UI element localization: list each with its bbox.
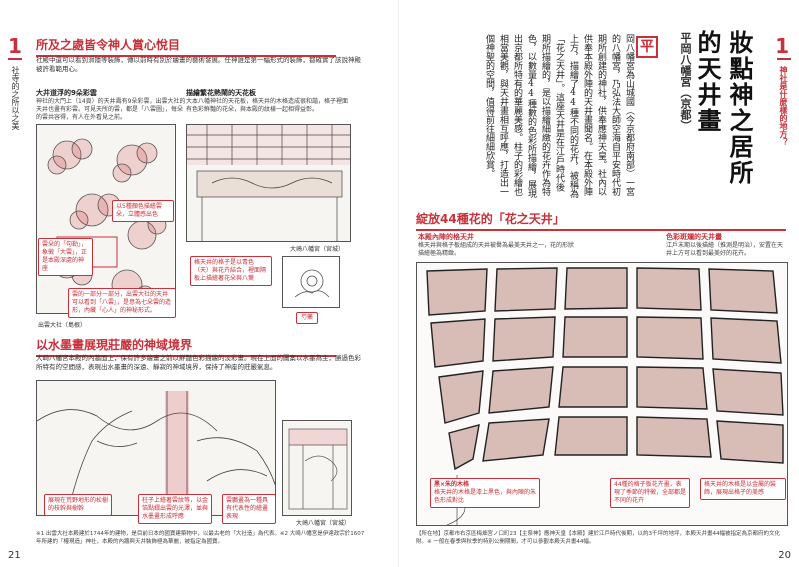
fig1-desc: 神社的大門上（14頁）的天井壽有9朵彩雲，出雲大社的天井也畫有彩雲。可見天所的雲… (36, 98, 186, 121)
callout-black-vermilion-heading: 黑×朱的木格 (434, 481, 470, 488)
fig2-callout-grid: 格天井的格子是以青色（天）與花卉結合，裡面隔板上描繪著花朵與八葉 (190, 256, 272, 286)
fig1-callout-colors: 以5種顏色描繪雲朵，立體感出色 (112, 200, 174, 222)
note-left-body: 格天井與格子板組成的天井被譽為最美天井之一，花的形狀描繪極為精緻。 (418, 242, 575, 257)
section2-title: 以水墨畫展現莊嚴的神域境界 (36, 336, 336, 357)
note-left-heading: 本殿內陣的格天井 (418, 233, 474, 241)
right-body-text: 岡八幡宮為山城國（今京都府南部）一宮的八幡宮，乃弘法大師空海自平安時代初期所創建… (484, 34, 634, 198)
left-page: 1 社寺的之所以之美 所及之處皆令神人賞心悅目 社殿中還可以看到滑隱等裝飾，傳以… (0, 0, 399, 567)
fig2-caption: 描繪繁花熱鬧的天花板 (186, 89, 256, 97)
section2-callout-pine: 展現在荒野地形的松樹的枝幹與樹幹 (44, 494, 112, 516)
section2-intro: 大崎八幡宮本殿的內牆面上，保有許多繪畫之前以鮮豔色彩描繪的淡彩畫。現在上面的圖案… (36, 354, 361, 371)
section2-credit: 大崎八幡宮（宮城） (296, 520, 351, 527)
note-right-body: 江戶末期以後描繪（推測是明治），安置在天井上方可以看到最美好的花卉。 (666, 242, 784, 257)
fig2-peony-tag: 芍藥 (296, 312, 319, 324)
section1-title: 所及之處皆令神人賞心悅目 (36, 36, 336, 57)
right-footnote: 【所在地】京都市右京區梅畑宮ノ口町23【主祭神】應神天皇【本殿】建於江戶時代後期… (416, 531, 781, 545)
callout-44-flowers: 44種的格子板花卉畫，表現了季節的特徵，全部都是不同的花卉 (610, 478, 690, 508)
note-right-heading: 色彩斑斕的天井畫 (666, 233, 722, 241)
main-title-line1: 妝點神之居所 (725, 30, 754, 186)
left-footnote: ※1 出雲大社本殿建於1744年的建物，是目前日本的國寶建築物中，以最古老的「大… (36, 531, 365, 545)
left-page-number: 21 (8, 550, 21, 561)
fig1-callout-core: 雲朵的「勾勒」，象徵「大雲」，正是本殿深處的神座 (38, 238, 93, 276)
fig1-credit: 出雲大社（島根） (38, 322, 87, 329)
main-title-line2: 的天井畫 (693, 30, 722, 134)
section2-callout-cloud: 雲鵬畫為一種具有代表性的繪畫表現 (222, 494, 276, 524)
callout-black-vermilion: 黑×朱的木格 格天井的木格是漆上黑色，與內陣的朱色形成對比 (430, 478, 540, 508)
chapter-number: 1 (775, 34, 789, 58)
callout-metal-fittings: 格天井的木格是以金屬的裝飾，展現出格子的美感 (700, 478, 786, 500)
chapter-rule (8, 58, 22, 60)
fig2-shrine-interior-illustration (186, 124, 351, 242)
section2-interior-wall-illustration (282, 420, 352, 516)
side-running-title: 神社是什麼樣的地方？ (779, 66, 788, 146)
fig1-callout-yakumo: 雲的一部分一部分，出雲大社的天井可以看到「八雲」，是意為七朵雲的造形，內藏「心人… (68, 288, 176, 318)
location-label: 平岡八幡宮（京都） (679, 32, 692, 131)
right-page-number: 20 (778, 550, 791, 561)
fig1-caption: 大井道浮的9朵彩雲 (36, 89, 97, 97)
section1-intro: 社殿中還可以看到滑隱等裝飾，傳以前時有別於繪畫的藝術發展。任神誰是第一幅形式的裝… (36, 56, 361, 73)
fig2-peony-panel (282, 256, 340, 308)
callout-black-vermilion-body: 格天井的木格是漆上黑色，與內陣的朱色形成對比 (434, 489, 537, 504)
section2-callout-pillar: 柱子上繪著雲紋等，以金箔點綴出雲的光澤，並與水墨畫形成呼應 (138, 494, 212, 524)
side-running-title: 社寺的之所以之美 (11, 66, 20, 130)
fig2-desc: 大本八幡神社的天花板，格天井的木格造成很和諧，格子裡面有色彩鮮豔的花朵，與本殿的… (186, 98, 349, 113)
drop-cap: 平 (636, 36, 658, 58)
right-page: 1 神社是什麼樣的地方？ 妝點神之居所 的天井畫 平岡八幡宮（京都） 平 岡八幡… (400, 0, 799, 567)
flower-ceiling-title: 綻放44種花的「花之天井」 (416, 210, 786, 231)
chapter-rule (777, 58, 791, 60)
fig2-credit: 大崎八幡宮（宮城） (290, 246, 345, 253)
chapter-number: 1 (8, 34, 22, 58)
